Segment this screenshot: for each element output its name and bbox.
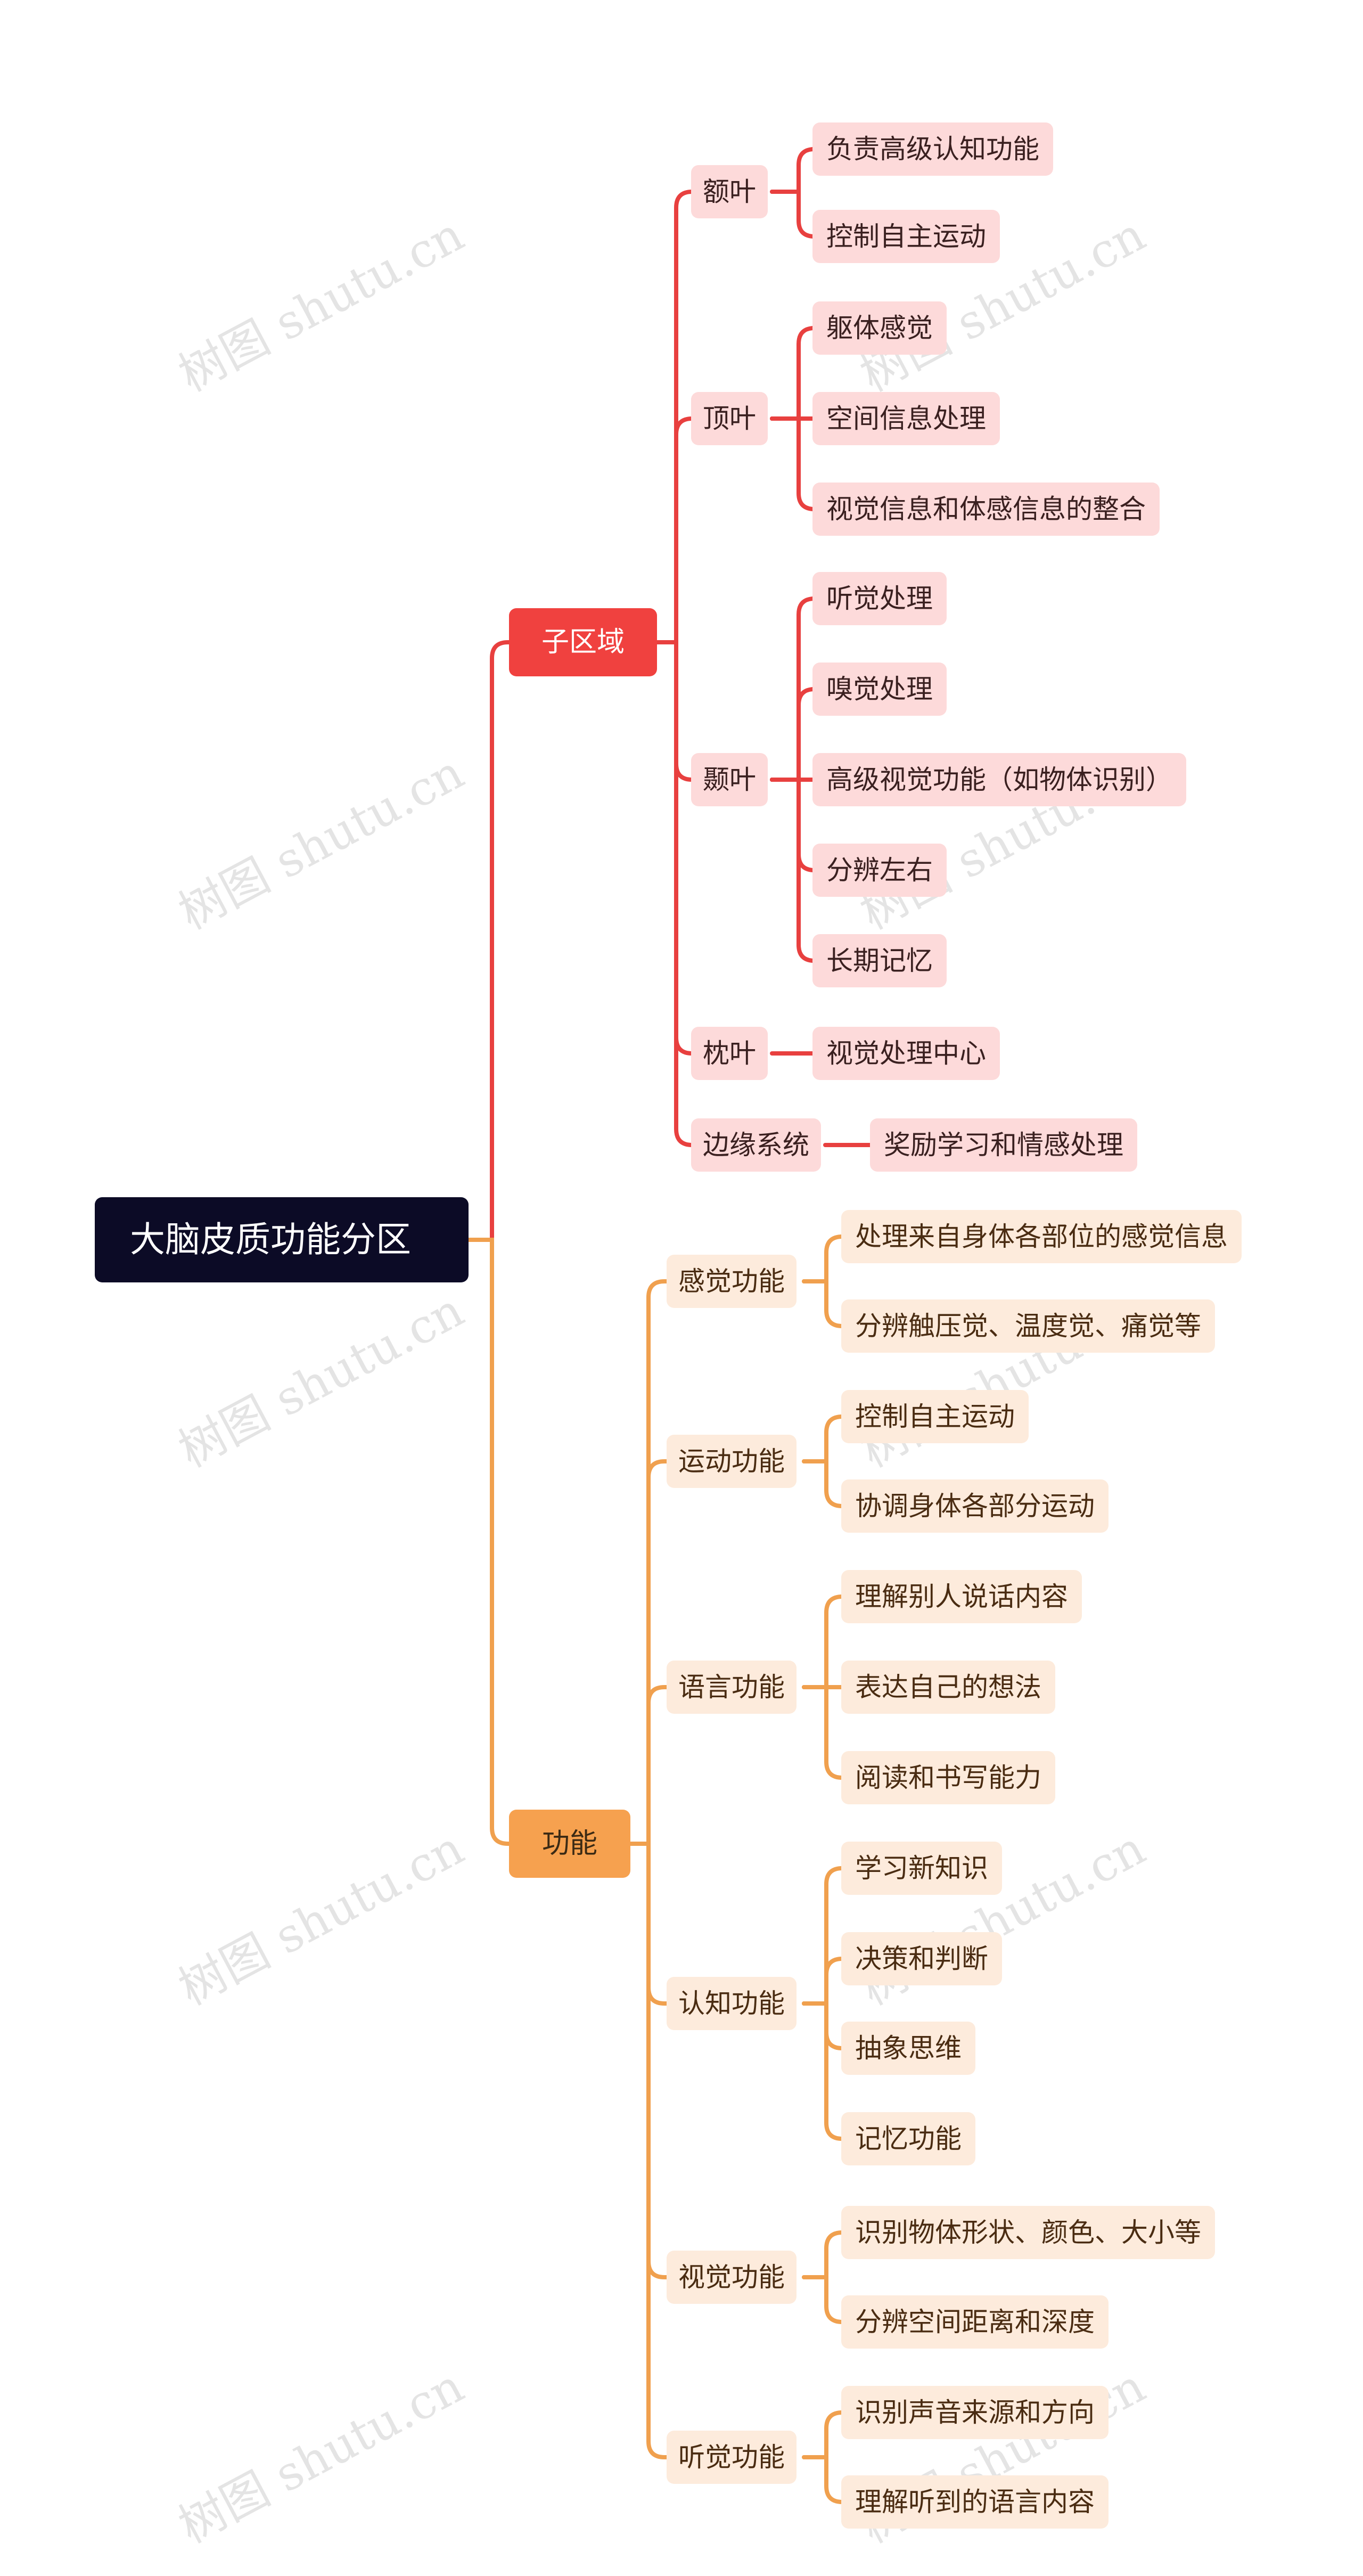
connector-line <box>655 416 693 644</box>
connector-line <box>802 2455 843 2504</box>
leaf-node[interactable]: 处理来自身体各部位的感觉信息 <box>841 1210 1242 1263</box>
connector-line <box>770 416 815 511</box>
connector-line <box>628 1279 669 1846</box>
leaf-node[interactable]: 学习新知识 <box>841 1842 1002 1895</box>
topic-node[interactable]: 认知功能 <box>667 1977 797 2030</box>
topic-node[interactable]: 顶叶 <box>691 392 768 445</box>
leaf-node[interactable]: 负责高级认知功能 <box>812 122 1053 176</box>
leaf-node[interactable]: 分辨空间距离和深度 <box>841 2295 1109 2349</box>
connector-line <box>802 2410 843 2459</box>
topic-node[interactable]: 额叶 <box>691 165 768 218</box>
connector-line <box>770 190 815 239</box>
leaf-node[interactable]: 控制自主运动 <box>841 1390 1029 1443</box>
connector-line <box>466 640 511 1242</box>
connector-line <box>770 778 815 872</box>
connector-line <box>770 326 815 421</box>
leaf-node[interactable]: 识别物体形状、颜色、大小等 <box>841 2206 1215 2259</box>
topic-node[interactable]: 感觉功能 <box>667 1255 797 1308</box>
leaf-node[interactable]: 表达自己的想法 <box>841 1661 1055 1714</box>
connector-line <box>802 2001 843 2141</box>
connector-line <box>802 1279 843 1328</box>
leaf-node[interactable]: 躯体感觉 <box>812 301 947 355</box>
leaf-node[interactable]: 视觉处理中心 <box>812 1027 1000 1080</box>
connector-line <box>802 2001 843 2050</box>
connector-line <box>628 1459 669 1846</box>
connector-line <box>802 1685 843 1780</box>
leaf-node[interactable]: 决策和判断 <box>841 1932 1002 1985</box>
connector-line <box>802 1414 843 1463</box>
connector-line <box>655 640 693 1147</box>
leaf-node[interactable]: 分辨左右 <box>812 844 947 897</box>
connector-line <box>802 1957 843 2006</box>
leaf-node[interactable]: 抽象思维 <box>841 2022 975 2075</box>
connector-line <box>628 1685 669 1846</box>
leaf-node[interactable]: 控制自主运动 <box>812 210 1000 263</box>
leaf-node[interactable]: 听觉处理 <box>812 572 947 625</box>
connector-line <box>770 687 815 782</box>
branch-functions[interactable]: 功能 <box>509 1810 630 1878</box>
connector-line <box>802 2275 843 2324</box>
connector-line <box>802 1866 843 2006</box>
connector-line <box>628 1842 669 2459</box>
leaf-node[interactable]: 阅读和书写能力 <box>841 1751 1055 1804</box>
leaf-node[interactable]: 理解别人说话内容 <box>841 1570 1082 1623</box>
leaf-node[interactable]: 协调身体各部分运动 <box>841 1479 1109 1533</box>
connector-line <box>802 1594 843 1689</box>
connector-line <box>802 1459 843 1508</box>
connector-line <box>466 1238 511 1846</box>
topic-node[interactable]: 语言功能 <box>667 1661 797 1714</box>
topic-node[interactable]: 视觉功能 <box>667 2251 797 2304</box>
leaf-node[interactable]: 长期记忆 <box>812 934 947 987</box>
leaf-node[interactable]: 奖励学习和情感处理 <box>870 1118 1137 1172</box>
topic-node[interactable]: 边缘系统 <box>691 1118 821 1172</box>
leaf-node[interactable]: 视觉信息和体感信息的整合 <box>812 483 1160 536</box>
leaf-node[interactable]: 嗅觉处理 <box>812 663 947 716</box>
leaf-node[interactable]: 理解听到的语言内容 <box>841 2475 1109 2529</box>
leaf-node[interactable]: 识别声音来源和方向 <box>841 2386 1109 2439</box>
topic-node[interactable]: 听觉功能 <box>667 2431 797 2484</box>
connector-line <box>802 2230 843 2279</box>
leaf-node[interactable]: 高级视觉功能（如物体识别） <box>812 753 1186 806</box>
topic-node[interactable]: 枕叶 <box>691 1027 768 1080</box>
root-node[interactable]: 大脑皮质功能分区 <box>95 1197 469 1282</box>
connector-line <box>802 1234 843 1283</box>
leaf-node[interactable]: 记忆功能 <box>841 2112 975 2165</box>
leaf-node[interactable]: 空间信息处理 <box>812 392 1000 445</box>
branch-subregions[interactable]: 子区域 <box>509 608 657 676</box>
leaf-node[interactable]: 分辨触压觉、温度觉、痛觉等 <box>841 1299 1215 1353</box>
connector-line <box>770 147 815 194</box>
topic-node[interactable]: 运动功能 <box>667 1435 797 1488</box>
topic-node[interactable]: 颞叶 <box>691 753 768 806</box>
